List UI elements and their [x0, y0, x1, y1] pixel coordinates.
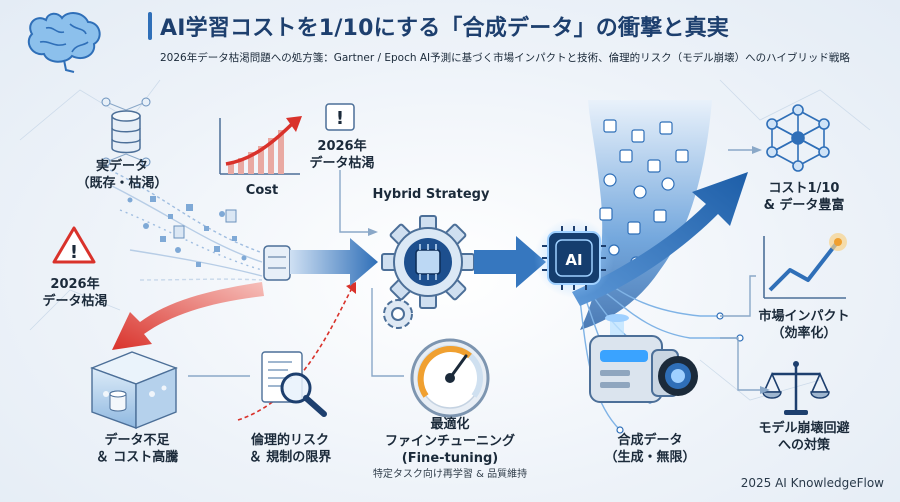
risk-connector-head — [346, 282, 356, 294]
market-chart-icon — [763, 233, 847, 299]
risk-connector — [237, 287, 353, 421]
label-collapse: モデル崩壊回避 への対策 — [758, 421, 850, 453]
database-icon — [101, 97, 151, 167]
server-icon — [263, 245, 291, 281]
output-arrow — [474, 236, 546, 288]
cost-chart-icon — [219, 116, 302, 175]
brain-icon — [27, 12, 101, 73]
label-finetune: 最適化 ファインチューニング (Fine-tuning) — [384, 417, 515, 466]
label-market: 市場インパクト （効率化） — [758, 309, 850, 341]
page-title: AI学習コストを1/10にする「合成データ」の衝撃と真実 — [160, 16, 729, 41]
ai-chip-icon — [534, 218, 614, 298]
svg-text:!: ! — [336, 108, 344, 129]
warning-icon: ! — [325, 103, 355, 131]
label-hybrid-strategy: Hybrid Strategy — [372, 187, 490, 202]
connector-head-2 — [760, 386, 770, 394]
warning-icon-left: ! — [52, 226, 96, 264]
label-depletion-left: 2026年 データ枯渇 — [42, 277, 108, 309]
gear-icon — [381, 215, 475, 309]
label-cost-result: コスト1/10 & データ豊富 — [763, 181, 845, 213]
label-ethics: 倫理的リスク ＆ 規制の限界 — [248, 433, 332, 465]
dial-icon — [410, 338, 490, 418]
flow-head-1 — [368, 228, 378, 236]
decline-arrow — [112, 282, 264, 350]
title-accent-bar — [148, 12, 152, 40]
data-stream — [109, 169, 263, 281]
ai-chip-label: AI — [565, 251, 582, 269]
scale-icon — [762, 361, 830, 415]
label-finetune-note: 特定タスク向け再学習 & 品質維持 — [372, 469, 528, 480]
label-real-data: 実データ （既存・枯渇） — [76, 159, 168, 191]
footer-credit: 2025 AI KnowledgeFlow — [740, 476, 884, 490]
label-depletion-top: 2026年 データ枯渇 — [309, 139, 375, 171]
data-cube-icon — [90, 351, 178, 430]
generator-icon — [589, 314, 698, 403]
small-gear-icon — [383, 299, 413, 329]
connector-head-1 — [752, 146, 762, 154]
svg-text:!: ! — [70, 242, 78, 263]
growth-arrow — [572, 172, 748, 306]
data-particles — [127, 196, 247, 267]
magnifier-icon — [261, 351, 327, 417]
label-synthetic: 合成データ （生成・無限） — [604, 433, 696, 465]
network-icon — [766, 104, 830, 172]
right-connectors — [720, 149, 760, 391]
floating-data-icons — [599, 119, 689, 268]
input-arrow — [290, 238, 378, 286]
label-shortage: データ不足 ＆ コスト高騰 — [95, 433, 179, 465]
flow-lines — [188, 170, 404, 377]
page-subtitle: 2026年データ枯渇問題への処方箋：Gartner / Epoch AI予測に基… — [160, 52, 850, 64]
label-cost: Cost — [245, 183, 279, 198]
